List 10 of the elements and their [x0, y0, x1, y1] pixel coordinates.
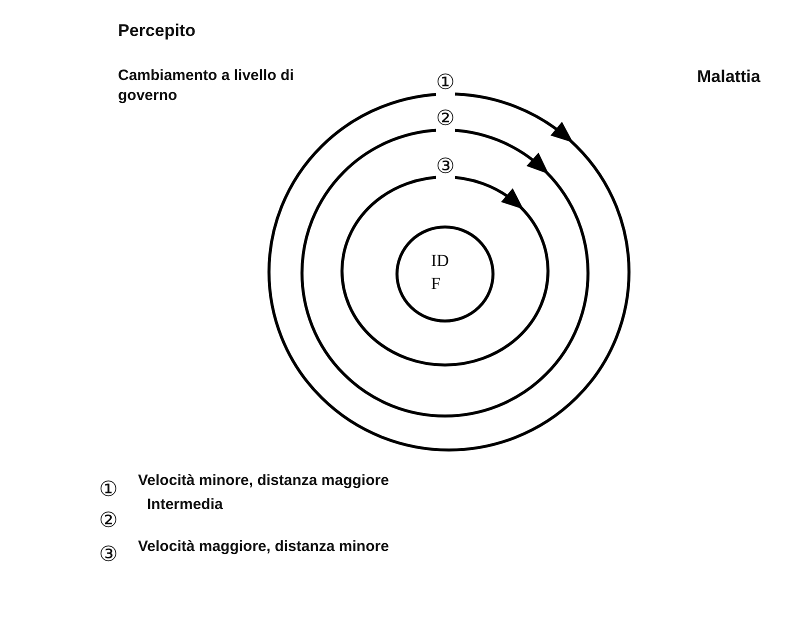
legend-text: Intermedia	[147, 495, 223, 515]
node-label: ID F	[431, 250, 450, 295]
axis-label: Cambiamento a livello di governo	[118, 66, 295, 106]
callout-number: ②	[99, 507, 118, 534]
callout-number: ①	[99, 476, 118, 503]
axis-label: Malattia	[697, 66, 760, 88]
legend-text: Velocità maggiore, distanza minore	[138, 537, 389, 557]
heading: Percepito	[118, 20, 196, 42]
callout-number: ③	[99, 541, 118, 568]
legend-text: Velocità minore, distanza maggiore	[138, 471, 389, 491]
